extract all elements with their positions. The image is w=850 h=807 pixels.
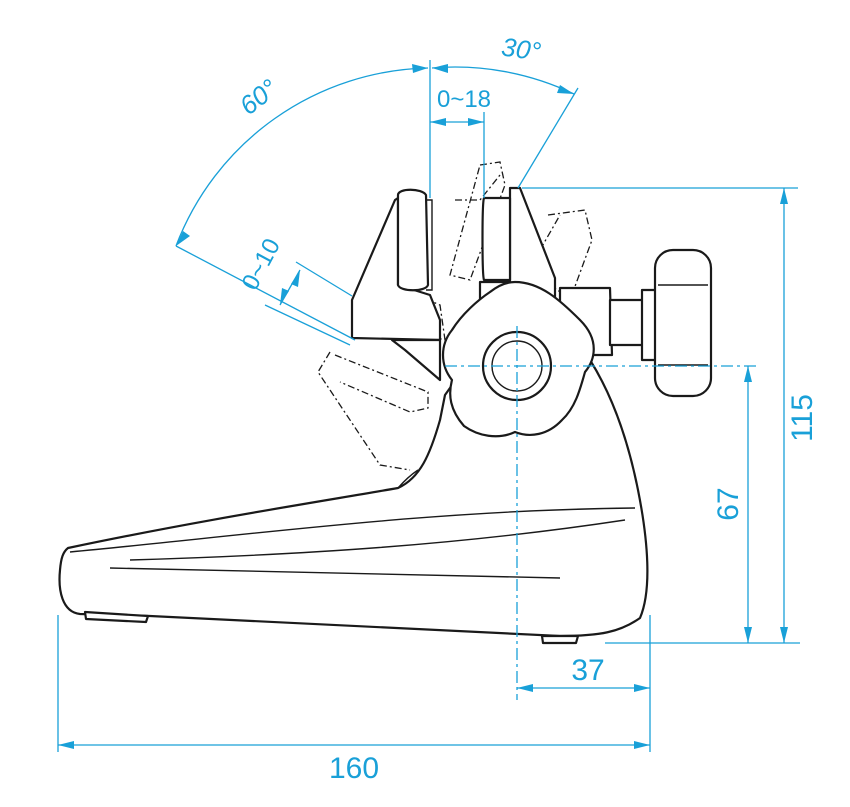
dim-overall-length-value: 160 [329,752,379,785]
dimensions: 160 37 67 115 [57,31,819,785]
rear-foot [540,634,580,645]
front-foot [83,610,150,624]
dim-tilt-back-value: 60° [234,73,283,121]
dim-tilt-forward-value: 30° [500,31,543,66]
dim-offset-value: 37 [571,654,604,687]
dim-center-height-value: 67 [712,487,745,520]
dim-anvil-adjust: 0~10 [237,234,353,346]
dim-jaw-opening: 0~18 [429,60,491,198]
left-jaw-block [350,196,442,342]
left-anvil [396,188,430,292]
dim-anvil-adjust-value: 0~10 [237,234,286,294]
dim-tilt-forward: 30° [431,31,579,189]
right-anvil [481,196,512,282]
dim-overall-length: 160 [57,615,651,785]
center-lines [445,326,760,700]
dim-offset: 37 [517,654,650,692]
dim-total-height-value: 115 [786,394,819,442]
clamp-knob [653,248,713,398]
dim-jaw-opening-value: 0~18 [437,86,491,113]
dim-total-height: 115 [522,187,819,643]
jaw-holder [350,186,713,398]
dim-center-height: 67 [712,366,752,643]
